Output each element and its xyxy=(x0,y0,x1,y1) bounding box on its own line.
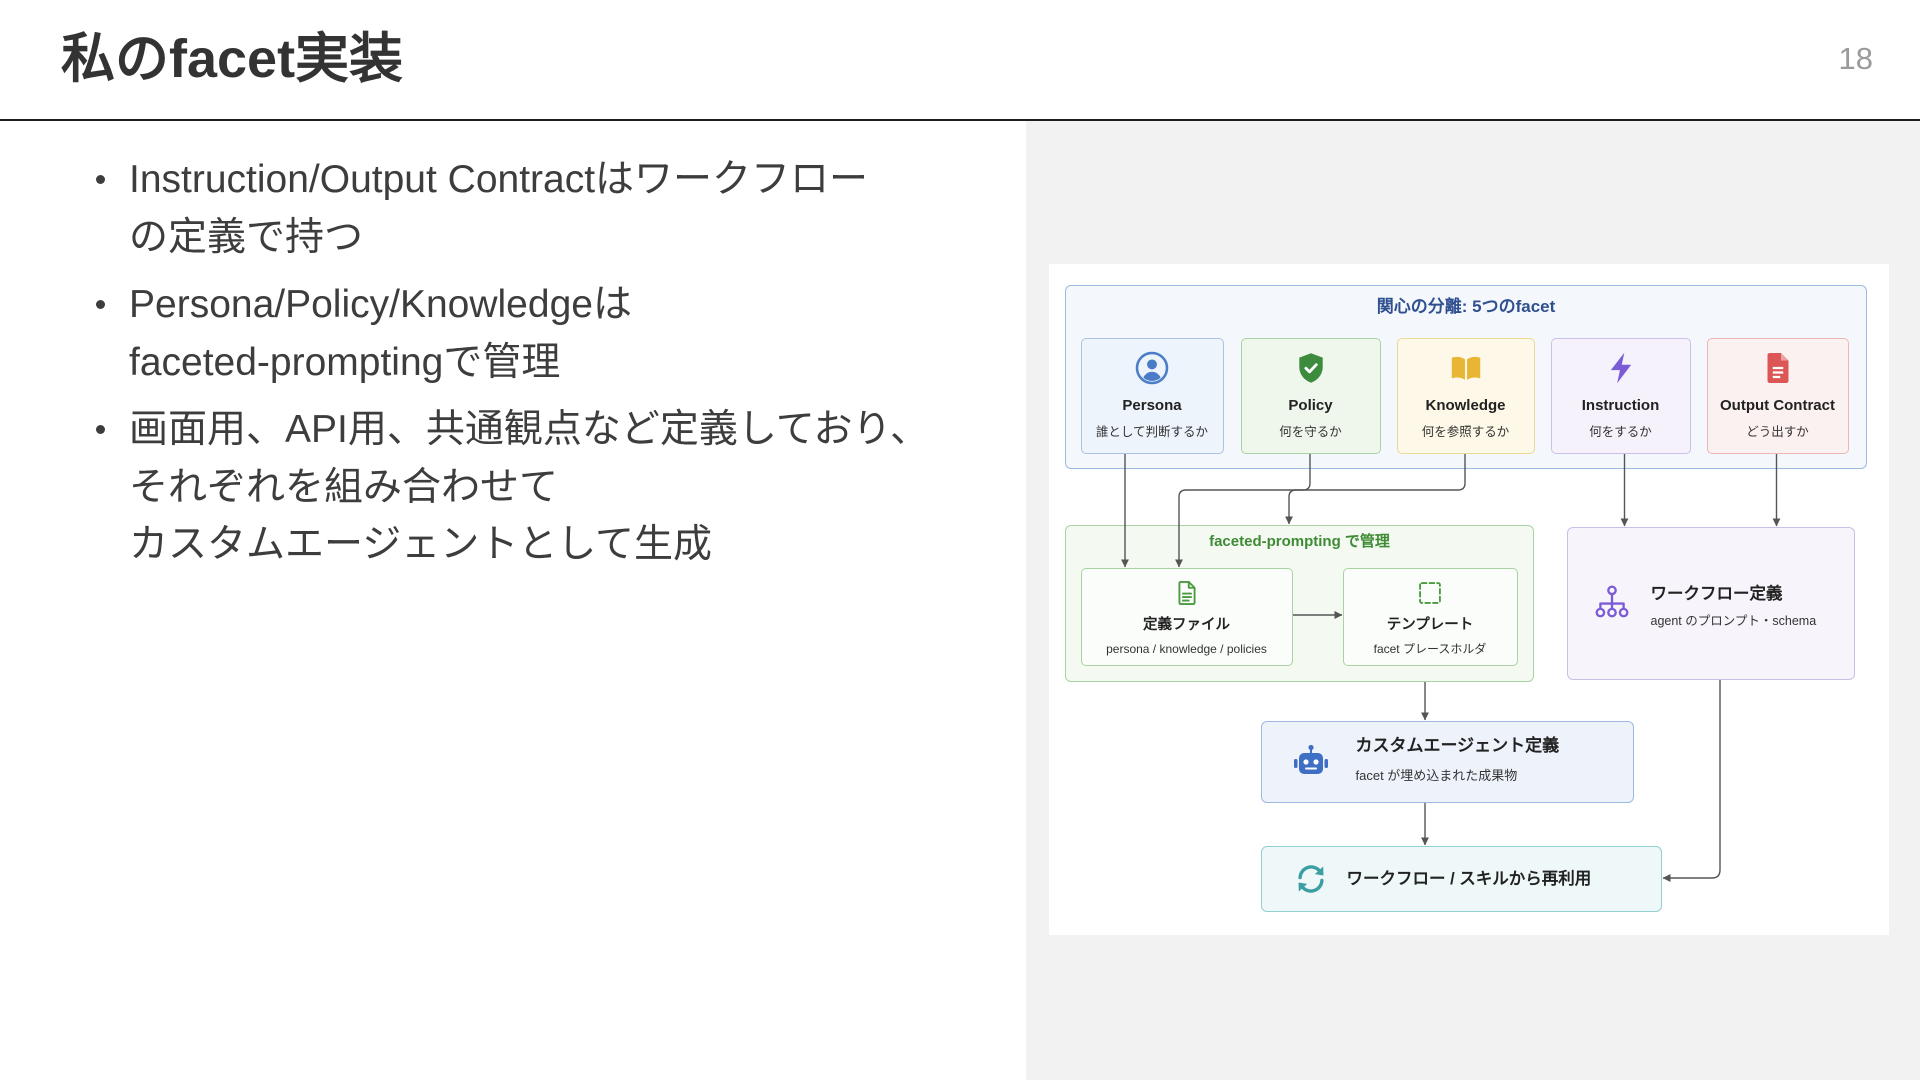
custom-agent-definition-box: カスタムエージェント定義 facet が埋め込まれた成果物 xyxy=(1261,721,1634,803)
template-label: テンプレート xyxy=(1386,616,1474,633)
workflow-definition-label: ワークフロー定義 xyxy=(1650,584,1783,603)
bullet-item: Persona/Policy/Knowledgeは faceted-prompt… xyxy=(96,276,929,391)
page-number: 18 xyxy=(1838,41,1873,76)
bullet-dot xyxy=(96,175,105,184)
slide-title: 私のfacet実装 xyxy=(61,29,404,89)
facet-card-knowledge: Knowledge 何を参照するか xyxy=(1396,337,1535,454)
workflow-definition-description: agent のプロンプト・schema xyxy=(1650,613,1817,628)
facet-card-instruction: Instruction 何をするか xyxy=(1550,337,1691,454)
person-circle-icon xyxy=(1135,351,1169,384)
facet-description: どう出すか xyxy=(1746,424,1809,439)
bullet-line: Instruction/Output Contractはワークフロー xyxy=(129,158,869,201)
bullet-line: 画面用、API用、共通観点など定義しており、 xyxy=(129,408,929,451)
facet-name: Output Contract xyxy=(1720,396,1835,414)
file-lines-icon xyxy=(1177,580,1196,605)
bullet-line: Persona/Policy/Knowledgeは xyxy=(129,283,632,326)
facet-description: 何を守るか xyxy=(1279,424,1342,439)
workflow-definition-box: ワークフロー定義 agent のプロンプト・schema xyxy=(1567,527,1855,680)
facet-description: 何をするか xyxy=(1589,424,1652,439)
template-description: facet プレースホルダ xyxy=(1373,641,1487,656)
facets-group-title: 関心の分離: 5つのfacet xyxy=(1376,297,1556,316)
hierarchy-icon xyxy=(1595,585,1628,617)
custom-agent-description: facet が埋め込まれた成果物 xyxy=(1355,767,1518,783)
custom-agent-label: カスタムエージェント定義 xyxy=(1355,735,1560,755)
facet-name: Knowledge xyxy=(1425,396,1506,414)
shield-check-icon xyxy=(1298,352,1323,383)
facet-name: Instruction xyxy=(1581,396,1660,414)
bullet-line: カスタムエージェントとして生成 xyxy=(129,523,713,566)
faceted-prompting-group: faceted-prompting で管理 定義ファイル persona / k… xyxy=(1065,525,1534,682)
bullet-item: 画面用、API用、共通観点など定義しており、 それぞれを組み合わせて カスタムエ… xyxy=(96,401,929,574)
facet-description: 誰として判断するか xyxy=(1095,424,1209,439)
robot-icon xyxy=(1293,744,1328,774)
definition-file-card: 定義ファイル persona / knowledge / policies xyxy=(1080,567,1293,666)
bullet-dot xyxy=(96,425,105,434)
definition-file-label: 定義ファイル xyxy=(1143,616,1230,633)
reuse-box: ワークフロー / スキルから再利用 xyxy=(1261,846,1662,912)
facet-card-output-contract: Output Contract どう出すか xyxy=(1706,337,1849,454)
template-card: テンプレート facet プレースホルダ xyxy=(1342,567,1518,666)
definition-file-description: persona / knowledge / policies xyxy=(1106,641,1267,656)
facet-card-policy: Policy 何を守るか xyxy=(1240,337,1381,454)
title-divider xyxy=(0,119,1920,121)
bullet-line: faceted-promptingで管理 xyxy=(129,340,561,384)
reuse-label: ワークフロー / スキルから再利用 xyxy=(1346,869,1592,888)
bullet-line: の定義で持つ xyxy=(129,215,364,259)
document-icon xyxy=(1767,352,1788,383)
open-book-icon xyxy=(1451,356,1480,380)
facet-architecture-diagram: 関心の分離: 5つのfacet Persona 誰として判断するか Policy… xyxy=(1049,264,1889,935)
dashed-square-icon xyxy=(1419,581,1441,604)
arrow-workflow-to-reuse xyxy=(1662,680,1721,882)
facet-description: 何を参照するか xyxy=(1421,424,1510,439)
facet-name: Policy xyxy=(1288,396,1333,414)
refresh-icon xyxy=(1297,864,1324,893)
bullet-dot xyxy=(96,300,105,309)
facet-card-persona: Persona 誰として判断するか xyxy=(1080,337,1224,454)
bullet-item: Instruction/Output Contractはワークフロー の定義で持… xyxy=(96,151,929,266)
bullet-list: Instruction/Output Contractはワークフロー の定義で持… xyxy=(96,151,929,584)
faceted-prompting-title: faceted-prompting で管理 xyxy=(1209,532,1390,550)
lightning-icon xyxy=(1610,352,1631,383)
bullet-line: それぞれを組み合わせて xyxy=(129,465,559,509)
facet-name: Persona xyxy=(1122,396,1182,414)
facets-group: 関心の分離: 5つのfacet Persona 誰として判断するか Policy… xyxy=(1065,285,1867,469)
